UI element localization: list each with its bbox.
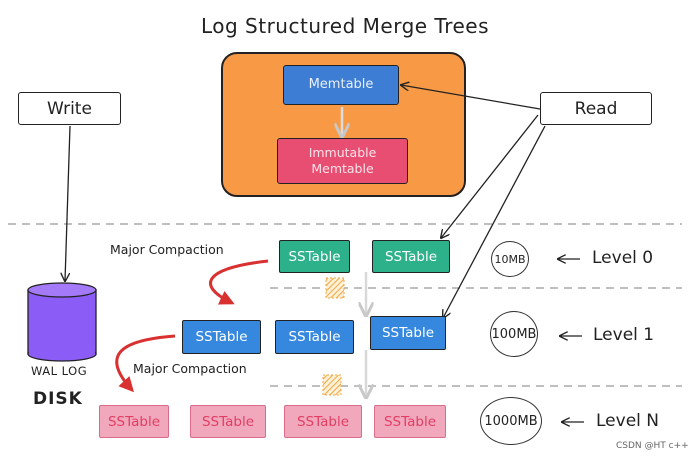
compaction-label-1: Major Compaction [110,242,224,257]
compaction-arrow-2 [115,334,176,393]
read-box: Read [540,92,652,125]
immutable-memtable-box: Immutable Memtable [277,138,408,184]
memtable-box: Memtable [283,65,399,105]
compaction-arrow-1 [209,259,269,305]
level1-sstable-3: SSTable [370,316,446,350]
merge-marker-0-1 [325,277,345,299]
level1-sstable-2: SSTable [275,320,354,354]
level0-sstable-1: SSTable [279,240,350,273]
levelN-sstable-4: SSTable [374,405,446,438]
diagram-title: Log Structured Merge Trees [200,14,490,38]
merge-marker-1-n [322,374,342,396]
read-arrow-memtable [401,85,541,110]
level0-size-circle: 10MB [491,241,529,277]
levelN-sstable-3: SSTable [284,405,362,438]
level0-sstable-2: SSTable [372,240,450,273]
level1-label: Level 1 [593,325,655,345]
levelN-label: Level N [596,411,659,431]
level1-size-circle: 100MB [490,311,538,357]
level0-label: Level 0 [592,248,654,268]
disk-label: DISK [33,389,83,409]
read-arrow-level0 [441,114,539,238]
level1-sstable-1: SSTable [182,320,261,354]
levelN-size-circle: 1000MB [480,397,542,445]
watermark-credit: CSDN @HT c++ [616,441,689,451]
compaction-label-2: Major Compaction [133,361,247,376]
levelN-sstable-1: SSTable [99,405,169,438]
read-arrow-level1 [443,125,546,318]
wal-log-cylinder [27,282,97,362]
write-arrow [65,125,71,281]
wal-log-label: WAL LOG [31,364,88,378]
levelN-sstable-2: SSTable [190,405,266,438]
write-box: Write [18,92,121,125]
